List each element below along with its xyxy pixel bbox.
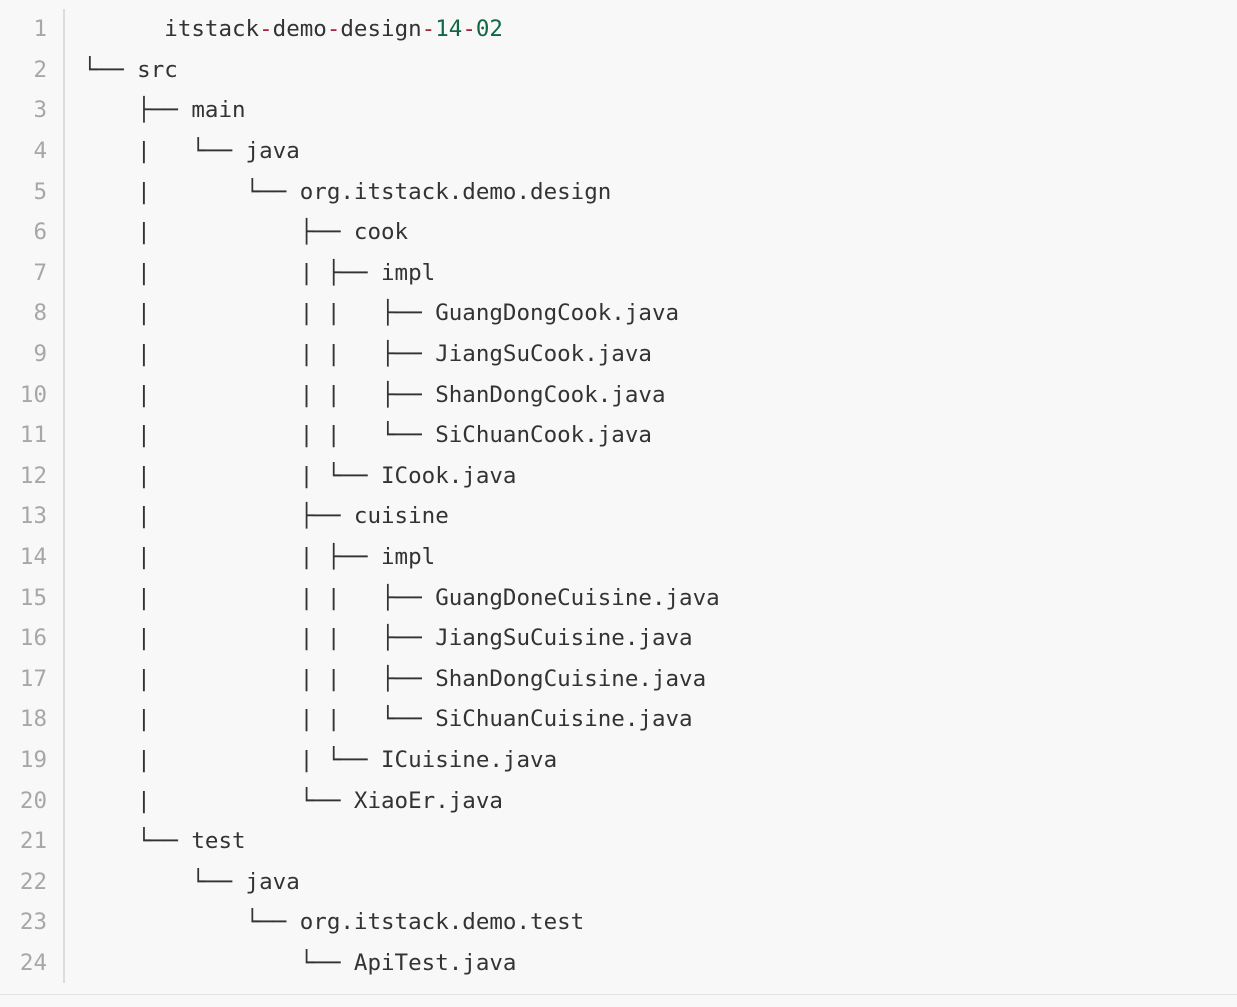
- line-number: 23: [19, 909, 47, 936]
- line-number: 2: [33, 56, 47, 83]
- tree-entry: └── org.itstack.demo.test: [83, 909, 585, 936]
- tree-entry: | | | ├── ShanDongCuisine.java: [83, 665, 707, 692]
- tree-entry: └── ApiTest.java: [83, 949, 517, 976]
- tree-entry: | | | └── SiChuanCook.java: [83, 422, 652, 449]
- code-line: 14 | | ├── impl: [0, 537, 1237, 578]
- tree-entry: └── test: [83, 828, 246, 855]
- token: 02: [475, 16, 503, 43]
- tree-entry: | | ├── impl: [83, 544, 436, 571]
- tree-entry: └── java: [83, 868, 300, 895]
- code-line: 10 | | | ├── ShanDongCook.java: [0, 374, 1237, 415]
- line-number: 22: [19, 868, 47, 895]
- code-line: 22 └── java: [0, 861, 1237, 902]
- code-line: 1 itstack-demo-design-14-02: [0, 9, 1237, 50]
- token: -: [421, 16, 436, 43]
- line-number: 16: [19, 625, 47, 652]
- code-line: 13 | ├── cuisine: [0, 496, 1237, 537]
- line-number: 1: [33, 16, 47, 43]
- code-line: 23 └── org.itstack.demo.test: [0, 902, 1237, 943]
- tree-entry: └── src: [83, 56, 178, 83]
- line-number: 18: [19, 706, 47, 733]
- code-line: 5 | └── org.itstack.demo.design: [0, 171, 1237, 212]
- code-line: 11 | | | └── SiChuanCook.java: [0, 415, 1237, 456]
- project-name: itstack-demo-design-14-02: [83, 0, 503, 68]
- line-number: 12: [19, 462, 47, 489]
- code-line: 9 | | | ├── JiangSuCook.java: [0, 334, 1237, 375]
- line-number: 4: [33, 138, 47, 165]
- tree-entry: | └── java: [83, 138, 300, 165]
- token: -: [259, 16, 273, 43]
- tree-entry: | └── org.itstack.demo.design: [83, 178, 612, 205]
- token: -: [326, 16, 341, 43]
- tree-entry: | | └── ICook.java: [83, 462, 517, 489]
- token: design: [340, 16, 422, 43]
- line-number: 19: [19, 746, 47, 773]
- tree-entry: ├── main: [83, 97, 246, 124]
- line-number: 9: [33, 341, 47, 368]
- line-number: 10: [19, 381, 47, 408]
- token: demo: [272, 16, 327, 43]
- code-line: 16 | | | ├── JiangSuCuisine.java: [0, 618, 1237, 659]
- code-line: 8 | | | ├── GuangDongCook.java: [0, 293, 1237, 334]
- tree-entry: | | | ├── GuangDoneCuisine.java: [83, 584, 720, 611]
- token: -: [462, 16, 476, 43]
- line-number: 17: [19, 665, 47, 692]
- tree-entry: | ├── cook: [83, 219, 409, 246]
- tree-entry: | | ├── impl: [83, 259, 436, 286]
- line-number: 20: [19, 787, 47, 814]
- code-line: 7 | | ├── impl: [0, 253, 1237, 294]
- token: 14: [435, 16, 463, 43]
- tree-entry: | | | ├── JiangSuCook.java: [83, 341, 652, 368]
- line-number: 24: [19, 949, 47, 976]
- tree-entry: | | | ├── GuangDongCook.java: [83, 300, 680, 327]
- line-number: 3: [33, 97, 47, 124]
- code-line: 19 | | └── ICuisine.java: [0, 740, 1237, 781]
- tree-entry: | └── XiaoEr.java: [83, 787, 503, 814]
- line-number: 11: [19, 422, 47, 449]
- tree-entry: | | └── ICuisine.java: [83, 746, 558, 773]
- gutter-divider: [63, 9, 65, 983]
- line-number: 21: [19, 828, 47, 855]
- code-line: 24 └── ApiTest.java: [0, 943, 1237, 984]
- line-number: 8: [33, 300, 47, 327]
- line-number: 15: [19, 584, 47, 611]
- code-line: 15 | | | ├── GuangDoneCuisine.java: [0, 577, 1237, 618]
- tree-entry: | | | ├── ShanDongCook.java: [83, 381, 666, 408]
- code-line: 18 | | | └── SiChuanCuisine.java: [0, 699, 1237, 740]
- code-line: 20 | └── XiaoEr.java: [0, 780, 1237, 821]
- line-number: 13: [19, 503, 47, 530]
- tree-entry: | | | └── SiChuanCuisine.java: [83, 706, 693, 733]
- line-number: 7: [33, 259, 47, 286]
- code-line: 2 └── src: [0, 50, 1237, 91]
- token: itstack: [164, 16, 260, 43]
- line-number: 5: [33, 178, 47, 205]
- code-line: 12 | | └── ICook.java: [0, 456, 1237, 497]
- code-line: 17 | | | ├── ShanDongCuisine.java: [0, 659, 1237, 700]
- code-line: 6 | ├── cook: [0, 212, 1237, 253]
- code-line: 21 └── test: [0, 821, 1237, 862]
- line-number: 6: [33, 219, 47, 246]
- code-line: 3 ├── main: [0, 90, 1237, 131]
- code-line: 4 | └── java: [0, 131, 1237, 172]
- tree-entry: | | | ├── JiangSuCuisine.java: [83, 625, 693, 652]
- tree-entry: | ├── cuisine: [83, 503, 449, 530]
- line-number: 14: [19, 544, 47, 571]
